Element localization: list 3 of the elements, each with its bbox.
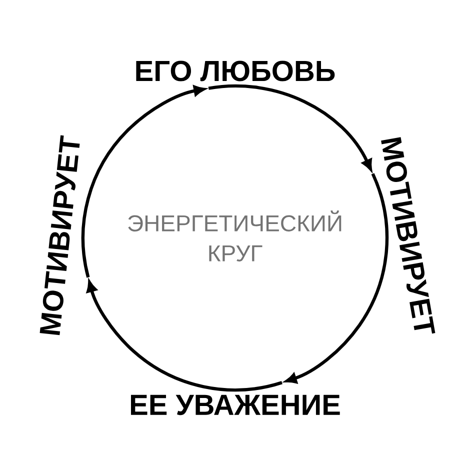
cycle-step-text: МОТИВИРУЕТ (40, 135, 80, 336)
cycle-step-text: ЕГО ЛЮБОВЬ (136, 60, 335, 82)
cycle-step-text: ЕЕ УВАЖЕНИЕ (131, 394, 340, 416)
